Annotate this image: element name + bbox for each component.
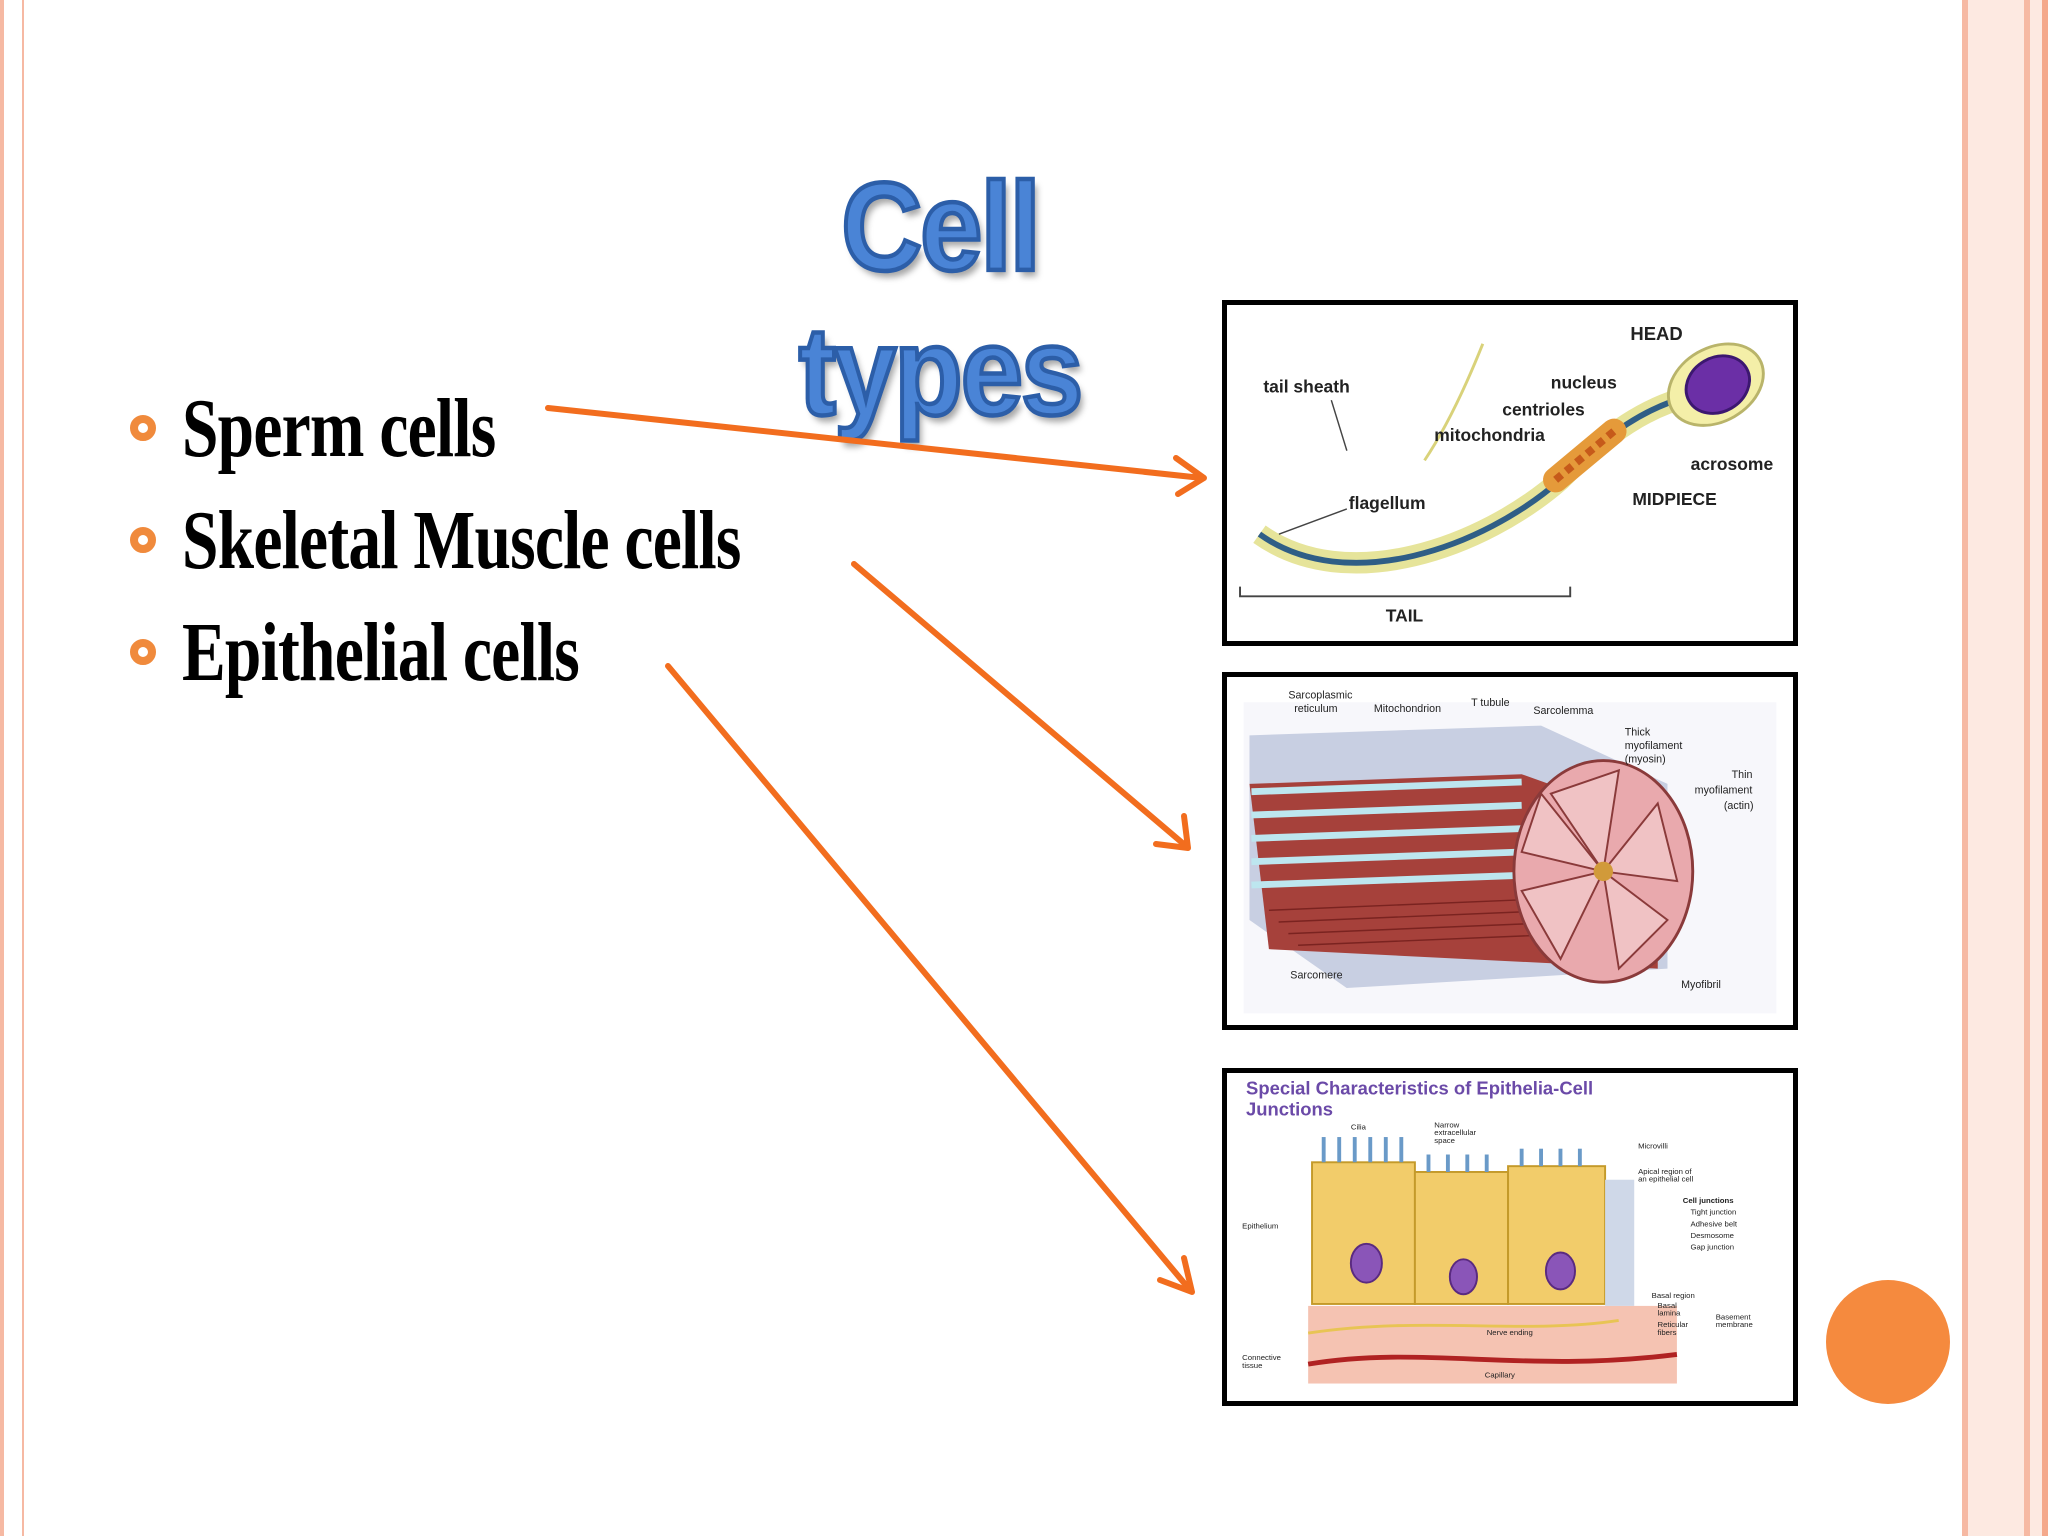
label-basement-1: Basement [1716,1312,1752,1321]
label-basal-lamina-2: lamina [1658,1309,1682,1318]
bullet-item-sperm: Sperm cells [130,372,898,484]
label-tail: TAIL [1386,606,1424,626]
label-sarcoplasmic-2: reticulum [1294,703,1337,715]
label-cilia: Cilia [1351,1122,1367,1131]
label-nerve-ending: Nerve ending [1487,1328,1533,1337]
label-epithelium: Epithelium [1242,1221,1278,1230]
bullet-list: Sperm cells Skeletal Muscle cells Epithe… [130,372,898,708]
label-connective-2: tissue [1242,1361,1262,1370]
bullet-item-epithelial: Epithelial cells [130,596,898,708]
label-mitochondrion: Mitochondrion [1374,703,1441,715]
label-narrow-3: space [1434,1136,1455,1145]
label-myofibril: Myofibril [1681,979,1721,991]
label-tail-sheath: tail sheath [1263,376,1349,396]
arrow-to-muscle-diagram [851,561,1189,849]
bullet-ring-icon [130,415,156,441]
label-microvilli: Microvilli [1638,1142,1668,1151]
arrowhead-muscle [1153,813,1191,851]
decorative-orange-circle [1826,1280,1950,1404]
label-flagellum: flagellum [1349,493,1426,513]
arrowhead-epithelia [1157,1255,1195,1295]
label-acrosome: acrosome [1691,454,1774,474]
skeletal-muscle-diagram: Sarcoplasmic reticulum Mitochondrion T t… [1222,672,1798,1030]
arrowhead-sperm [1173,455,1207,497]
epithelia-illustration: Special Characteristics of Epithelia-Cel… [1242,1077,1753,1384]
bullet-item-skeletal-muscle: Skeletal Muscle cells [130,484,898,596]
epithelia-heading-line-1: Special Characteristics of Epithelia-Cel… [1246,1077,1593,1098]
bullet-text: Epithelial cells [182,605,580,699]
bullet-text: Skeletal Muscle cells [182,493,741,587]
label-sarcomere: Sarcomere [1290,969,1342,981]
epithelia-heading-line-2: Junctions [1246,1099,1333,1120]
label-apical-2: an epithelial cell [1638,1175,1693,1184]
slide-title: Cell types [797,155,1086,444]
label-thick-1: Thick [1625,726,1651,738]
label-thick-2: myofilament [1625,740,1683,752]
left-frame-border [0,0,24,1536]
sperm-cell-diagram: HEAD tail sheath nucleus centrioles mito… [1222,300,1798,646]
label-thin-3: (actin) [1724,800,1754,812]
label-basal-region: Basal region [1652,1291,1695,1300]
label-narrow-1: Narrow [1434,1120,1459,1129]
label-cell-junctions: Cell junctions [1683,1196,1734,1205]
arrow-to-epithelia-diagram [665,663,1193,1293]
label-capillary: Capillary [1485,1371,1515,1380]
label-midpiece: MIDPIECE [1632,489,1716,509]
label-basal-lamina-1: Basal [1658,1301,1678,1310]
label-basement-2: membrane [1716,1320,1753,1329]
label-sarcoplasmic-1: Sarcoplasmic [1288,689,1353,701]
label-narrow-2: extracellular [1434,1128,1476,1137]
label-adhesive-belt: Adhesive belt [1690,1219,1737,1228]
label-thick-3: (myosin) [1625,754,1666,766]
label-reticular-1: Reticular [1658,1320,1689,1329]
label-mitochondria: mitochondria [1434,425,1545,445]
label-head: HEAD [1630,323,1682,344]
bullet-text: Sperm cells [182,381,496,475]
label-desmosome: Desmosome [1690,1231,1734,1240]
label-connective-1: Connective [1242,1353,1281,1362]
epithelia-junctions-diagram: Special Characteristics of Epithelia-Cel… [1222,1068,1798,1406]
label-sarcolemma: Sarcolemma [1533,705,1593,717]
skeletal-muscle-illustration: Sarcoplasmic reticulum Mitochondrion T t… [1243,689,1777,1014]
arrow-to-sperm-diagram [545,405,1205,481]
label-nucleus: nucleus [1551,373,1617,393]
bullet-ring-icon [130,527,156,553]
label-apical-1: Apical region of [1638,1167,1692,1176]
bullet-ring-icon [130,639,156,665]
sperm-cell-illustration: HEAD tail sheath nucleus centrioles mito… [1239,323,1774,626]
label-thin-2: myofilament [1695,785,1753,797]
label-reticular-2: fibers [1658,1328,1677,1337]
label-centrioles: centrioles [1502,400,1585,420]
label-thin-1: Thin [1732,769,1753,781]
label-t-tubule: T tubule [1471,697,1509,709]
label-gap-junction: Gap junction [1690,1243,1734,1252]
right-frame-border [1962,0,2048,1536]
label-tight-junction: Tight junction [1690,1208,1736,1217]
